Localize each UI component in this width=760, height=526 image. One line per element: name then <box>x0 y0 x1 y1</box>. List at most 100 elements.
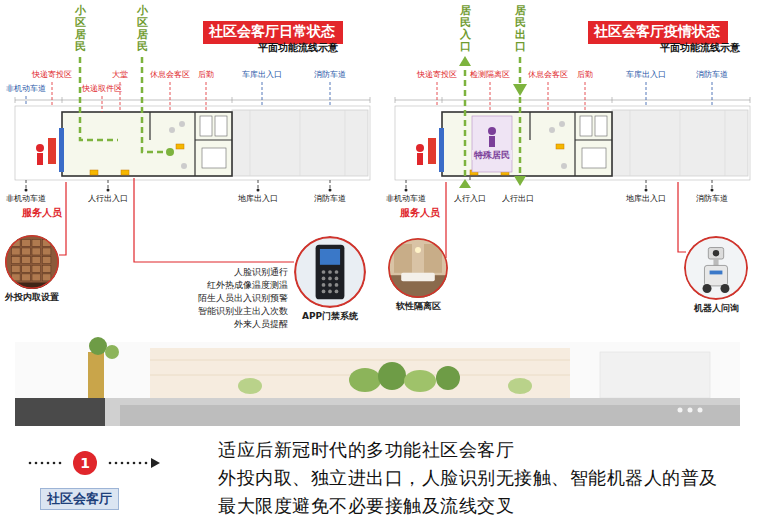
entry-label: 非机动车道 <box>6 194 46 203</box>
dotted-arrow <box>109 462 112 465</box>
label-leaders <box>206 82 207 112</box>
subtitle: 平面功能流线示意 <box>660 42 740 54</box>
zone-label: 后勤 <box>577 70 593 79</box>
photo-illustration <box>5 235 59 289</box>
label-leaders <box>26 82 712 189</box>
label-dots <box>25 189 28 192</box>
photo-illustration <box>322 277 326 281</box>
photo-illustration <box>22 274 31 281</box>
entry-label: 人行入口 <box>454 194 486 203</box>
dotted-arrow <box>127 462 130 465</box>
caption-line: 外投内取、独立进出口，人脸识别无接触、智能机器人的普及 <box>218 468 718 489</box>
photo-illustration <box>11 265 20 272</box>
road-label: 非机动车道 <box>6 84 46 93</box>
road-label: 消防车道 <box>314 70 346 79</box>
label-leaders <box>108 180 109 189</box>
photo-illustration <box>684 236 748 300</box>
isolation-area <box>472 116 512 172</box>
section-drawing <box>404 370 436 392</box>
photo-illustration <box>335 290 339 294</box>
zone-label: 快递寄投区 <box>32 70 72 79</box>
entry-label: 人行出入口 <box>88 194 128 203</box>
box-text: 社区会客厅 <box>47 491 112 507</box>
photo-illustration <box>720 284 729 293</box>
section-drawing <box>15 342 740 426</box>
resident-flow <box>519 57 522 176</box>
photo-illustration <box>322 283 326 287</box>
section-drawing <box>698 408 703 413</box>
photo-illustration <box>684 236 748 300</box>
label-leaders <box>52 82 585 112</box>
entry-label: 非机动车道 <box>386 194 426 203</box>
photo-illustration <box>708 248 723 260</box>
label-leaders <box>102 96 103 112</box>
photo-illustration <box>388 238 448 298</box>
label-leaders <box>170 82 171 112</box>
feature-item: 红外热成像温度测温 <box>207 281 288 291</box>
photo-illustration <box>685 237 747 299</box>
photo-illustration <box>295 237 365 307</box>
photo-illustration <box>316 245 345 300</box>
photo-illustration <box>703 284 712 293</box>
dotted-arrow <box>139 462 142 465</box>
dotted-arrow <box>53 462 56 465</box>
label-leaders <box>406 180 407 189</box>
label-leaders <box>26 177 712 189</box>
dotted-arrow <box>115 462 118 465</box>
label-leaders <box>548 82 549 112</box>
dotted-arrow <box>59 462 62 465</box>
section-drawing <box>15 337 740 426</box>
flow-label: 小区居民 <box>75 5 86 53</box>
photo-illustration <box>328 277 332 281</box>
flow-arrowheads <box>166 148 174 156</box>
feature-item: 外来人员提醒 <box>234 320 288 330</box>
section-drawing <box>15 398 105 426</box>
section-drawing <box>120 405 740 426</box>
resident-label: 特殊居民 <box>472 150 512 160</box>
label-dots <box>107 189 110 192</box>
title-box: 社区会客厅疫情状态 <box>588 21 728 44</box>
label-dots <box>405 189 408 192</box>
entry-label: 地库出入口 <box>626 194 666 203</box>
photo-illustration <box>5 235 59 289</box>
dotted-arrow <box>29 462 32 465</box>
label-leaders <box>490 82 491 112</box>
photo-illustration <box>32 257 41 264</box>
photo-caption: 机器人问询 <box>694 303 739 313</box>
photo-leaders <box>678 182 686 252</box>
photo-leaders <box>59 178 686 262</box>
label-leaders <box>646 82 647 106</box>
dotted-arrow <box>35 462 38 465</box>
photo-illustration <box>42 274 51 281</box>
section-drawing <box>378 362 406 390</box>
dotted-arrow <box>47 462 50 465</box>
label-dots <box>257 189 260 192</box>
flow-label: 小区居民 <box>137 5 148 53</box>
photo-illustration <box>335 270 339 274</box>
section-drawing <box>150 348 570 398</box>
label-leaders <box>712 82 713 106</box>
dotted-arrow <box>121 462 124 465</box>
dotted-arrow <box>41 462 44 465</box>
photo-illustration <box>335 277 339 281</box>
photo-illustration <box>713 250 719 256</box>
section-drawing <box>238 378 262 394</box>
photo-illustration <box>32 248 41 255</box>
floor-plan-left <box>15 97 370 180</box>
photo-illustration <box>294 236 366 308</box>
label-leaders <box>26 96 27 106</box>
label-leaders <box>26 180 27 189</box>
label-leaders <box>470 177 471 180</box>
photo-illustration <box>322 290 326 294</box>
feature-item: 陌生人员出入识别预警 <box>198 294 288 304</box>
photo-illustration <box>22 257 31 264</box>
section-drawing <box>508 378 532 394</box>
photo-illustration <box>22 265 31 272</box>
photo-illustration <box>22 248 31 255</box>
floor-plan-right <box>395 97 750 180</box>
photo-illustration <box>415 247 421 253</box>
zone-label: 快递寄投区 <box>417 70 457 79</box>
entry-label: 地库出入口 <box>238 194 278 203</box>
box-text: 社区会客厅日常状态 <box>209 23 337 40</box>
